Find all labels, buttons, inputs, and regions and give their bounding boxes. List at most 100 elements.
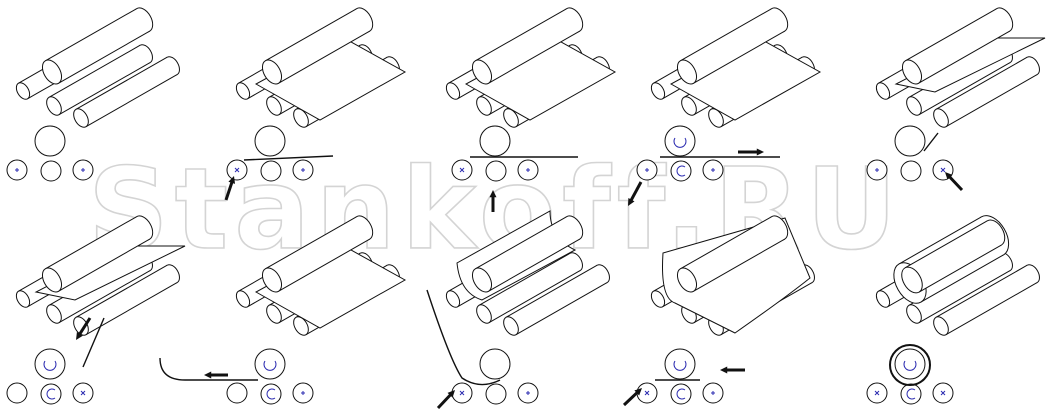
rotation-arrow-icon xyxy=(43,360,57,371)
roller-3d xyxy=(676,215,789,293)
roller-schematic xyxy=(451,125,578,212)
roller-body xyxy=(936,57,1038,127)
roller-schematic xyxy=(866,344,954,405)
roller-edge xyxy=(478,252,571,306)
roller-edge xyxy=(515,282,608,336)
panel-step-2 xyxy=(224,7,407,201)
roller-edge xyxy=(505,264,598,318)
roller-edge xyxy=(935,56,1028,110)
roller-front-end xyxy=(676,59,698,85)
rotation-arrow-icon xyxy=(673,137,687,148)
roller-view-3d xyxy=(445,210,610,336)
center-mark-icon xyxy=(644,390,650,396)
roller-edge xyxy=(693,238,785,292)
roller-body xyxy=(76,265,178,335)
roller-edge xyxy=(905,8,997,62)
direction-arrow-icon xyxy=(436,393,452,410)
center-mark-icon xyxy=(645,168,649,172)
roller-edge xyxy=(58,62,151,116)
sheet-section xyxy=(243,155,334,161)
center-mark-icon xyxy=(301,168,305,172)
roller-edge xyxy=(265,8,357,62)
roller-front-end xyxy=(46,304,62,324)
roller-front-end xyxy=(933,316,949,336)
roller-body xyxy=(45,8,150,84)
roller-front-end xyxy=(476,304,492,324)
roller-edge xyxy=(680,216,772,270)
roller-front-end xyxy=(261,267,283,293)
roller-edge xyxy=(918,30,1010,84)
roller-3d xyxy=(933,56,1040,128)
bottom-roller xyxy=(485,160,507,182)
top-roller xyxy=(254,125,286,157)
roller-edge xyxy=(278,238,370,292)
roller-3d xyxy=(41,7,154,85)
roller-schematic xyxy=(6,125,94,182)
roller-front-end xyxy=(73,108,89,128)
roller-edge xyxy=(945,282,1038,336)
arrow-head-icon xyxy=(628,198,635,206)
center-mark-icon xyxy=(875,168,879,172)
roller-front-end xyxy=(15,290,31,308)
direction-arrow-icon xyxy=(948,175,964,192)
center-mark-icon xyxy=(526,391,530,395)
roller-front-end xyxy=(503,108,519,128)
roller-body xyxy=(936,265,1038,335)
roller-body xyxy=(479,253,581,323)
roller-edge xyxy=(75,264,168,318)
roller-schematic xyxy=(628,125,780,206)
top-roller xyxy=(894,125,926,157)
sheet-section xyxy=(923,132,939,152)
top-roller xyxy=(479,348,511,380)
roller-view-3d xyxy=(650,7,822,128)
center-mark-icon xyxy=(81,168,85,172)
center-mark-icon xyxy=(459,167,465,173)
roller-front-end xyxy=(15,82,31,100)
roller-front-end xyxy=(933,108,949,128)
panel-step-1 xyxy=(6,7,180,182)
bottom-roller xyxy=(40,160,62,182)
roller-view-3d xyxy=(445,7,617,128)
panel-step-4 xyxy=(628,7,822,206)
roller-body xyxy=(45,216,150,292)
top-roller xyxy=(254,348,286,380)
roller-edge xyxy=(85,74,178,128)
roller-edge xyxy=(918,62,1011,116)
bottom-roller xyxy=(900,383,922,405)
roller-front-end xyxy=(471,59,493,85)
sheet-section xyxy=(426,289,501,386)
roller-edge xyxy=(475,8,567,62)
roller-edge xyxy=(48,44,141,98)
side-roller-left xyxy=(6,382,28,404)
roller-front-end xyxy=(476,96,492,116)
top-roller xyxy=(894,348,926,380)
roller-body xyxy=(265,216,370,292)
roller-schematic xyxy=(6,317,105,405)
roller-3d xyxy=(261,7,374,85)
roller-schematic xyxy=(224,125,334,201)
roller-edge xyxy=(693,30,785,84)
panel-step-6 xyxy=(6,215,186,405)
top-roller xyxy=(34,348,66,380)
roller-edge xyxy=(58,270,151,324)
roller-body xyxy=(680,8,785,84)
roller-edge xyxy=(475,216,567,270)
roller-front-end xyxy=(708,108,724,128)
arrow-head-icon xyxy=(76,332,83,340)
roller-front-end xyxy=(261,59,283,85)
roller-edge xyxy=(488,270,581,324)
roller-3d xyxy=(471,215,584,293)
rotation-arrow-icon xyxy=(263,360,277,371)
center-mark-icon xyxy=(459,390,465,396)
roller-body xyxy=(506,265,608,335)
direction-arrow-icon xyxy=(629,181,643,202)
roller-front-end xyxy=(875,290,891,308)
roller-body xyxy=(680,216,785,292)
arrow-head-icon xyxy=(634,388,642,396)
roller-edge xyxy=(75,56,168,110)
direction-arrow-icon xyxy=(78,317,92,336)
roller-view-3d xyxy=(650,215,815,336)
panel-step-7 xyxy=(159,215,407,405)
roller-front-end xyxy=(503,316,519,336)
